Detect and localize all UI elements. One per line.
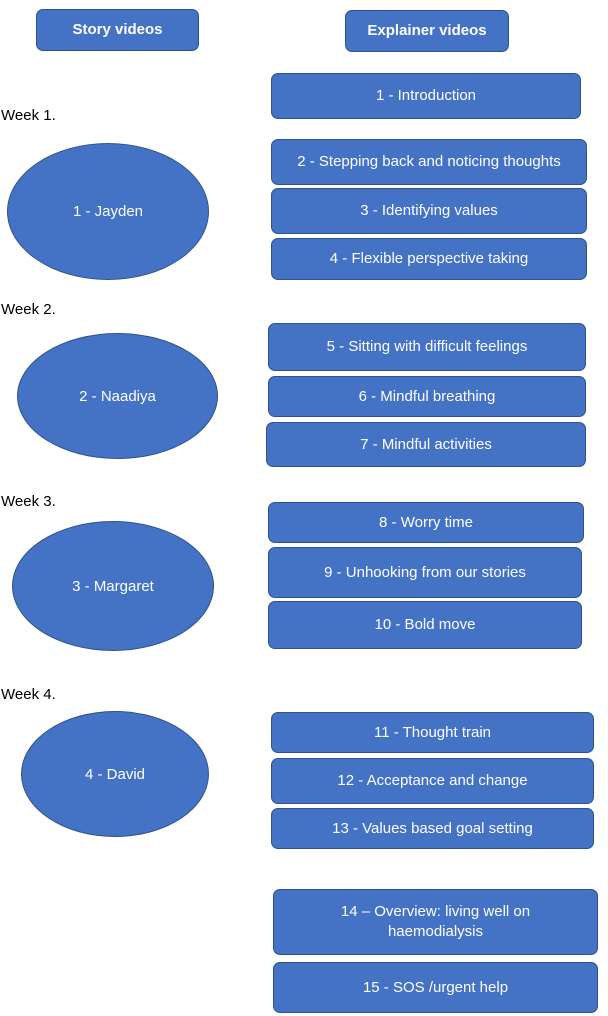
- story-jayden: 1 - Jayden: [7, 143, 209, 280]
- explainer-11: 11 - Thought train: [271, 712, 594, 753]
- explainer-7: 7 - Mindful activities: [266, 422, 586, 467]
- week-4-label: Week 4.: [1, 686, 56, 703]
- week-3-label: Week 3.: [1, 493, 56, 510]
- explainer-13: 13 - Values based goal setting: [271, 808, 594, 849]
- week-2-label: Week 2.: [1, 301, 56, 318]
- explainer-1: 1 - Introduction: [271, 73, 581, 119]
- explainer-8: 8 - Worry time: [268, 502, 584, 543]
- explainer-14: 14 – Overview: living well on haemodialy…: [273, 889, 598, 955]
- explainer-10: 10 - Bold move: [268, 601, 582, 649]
- story-videos-header: Story videos: [36, 9, 199, 51]
- explainer-2: 2 - Stepping back and noticing thoughts: [271, 139, 587, 185]
- explainer-6: 6 - Mindful breathing: [268, 376, 586, 417]
- explainer-12: 12 - Acceptance and change: [271, 758, 594, 804]
- explainer-5: 5 - Sitting with difficult feelings: [268, 323, 586, 371]
- explainer-3: 3 - Identifying values: [271, 188, 587, 234]
- explainer-15: 15 - SOS /urgent help: [273, 962, 598, 1013]
- story-margaret: 3 - Margaret: [12, 521, 214, 651]
- explainer-4: 4 - Flexible perspective taking: [271, 238, 587, 280]
- explainer-videos-header: Explainer videos: [345, 10, 509, 52]
- story-naadiya: 2 - Naadiya: [17, 333, 218, 459]
- story-david: 4 - David: [21, 711, 209, 837]
- week-1-label: Week 1.: [1, 107, 56, 124]
- explainer-9: 9 - Unhooking from our stories: [268, 547, 582, 598]
